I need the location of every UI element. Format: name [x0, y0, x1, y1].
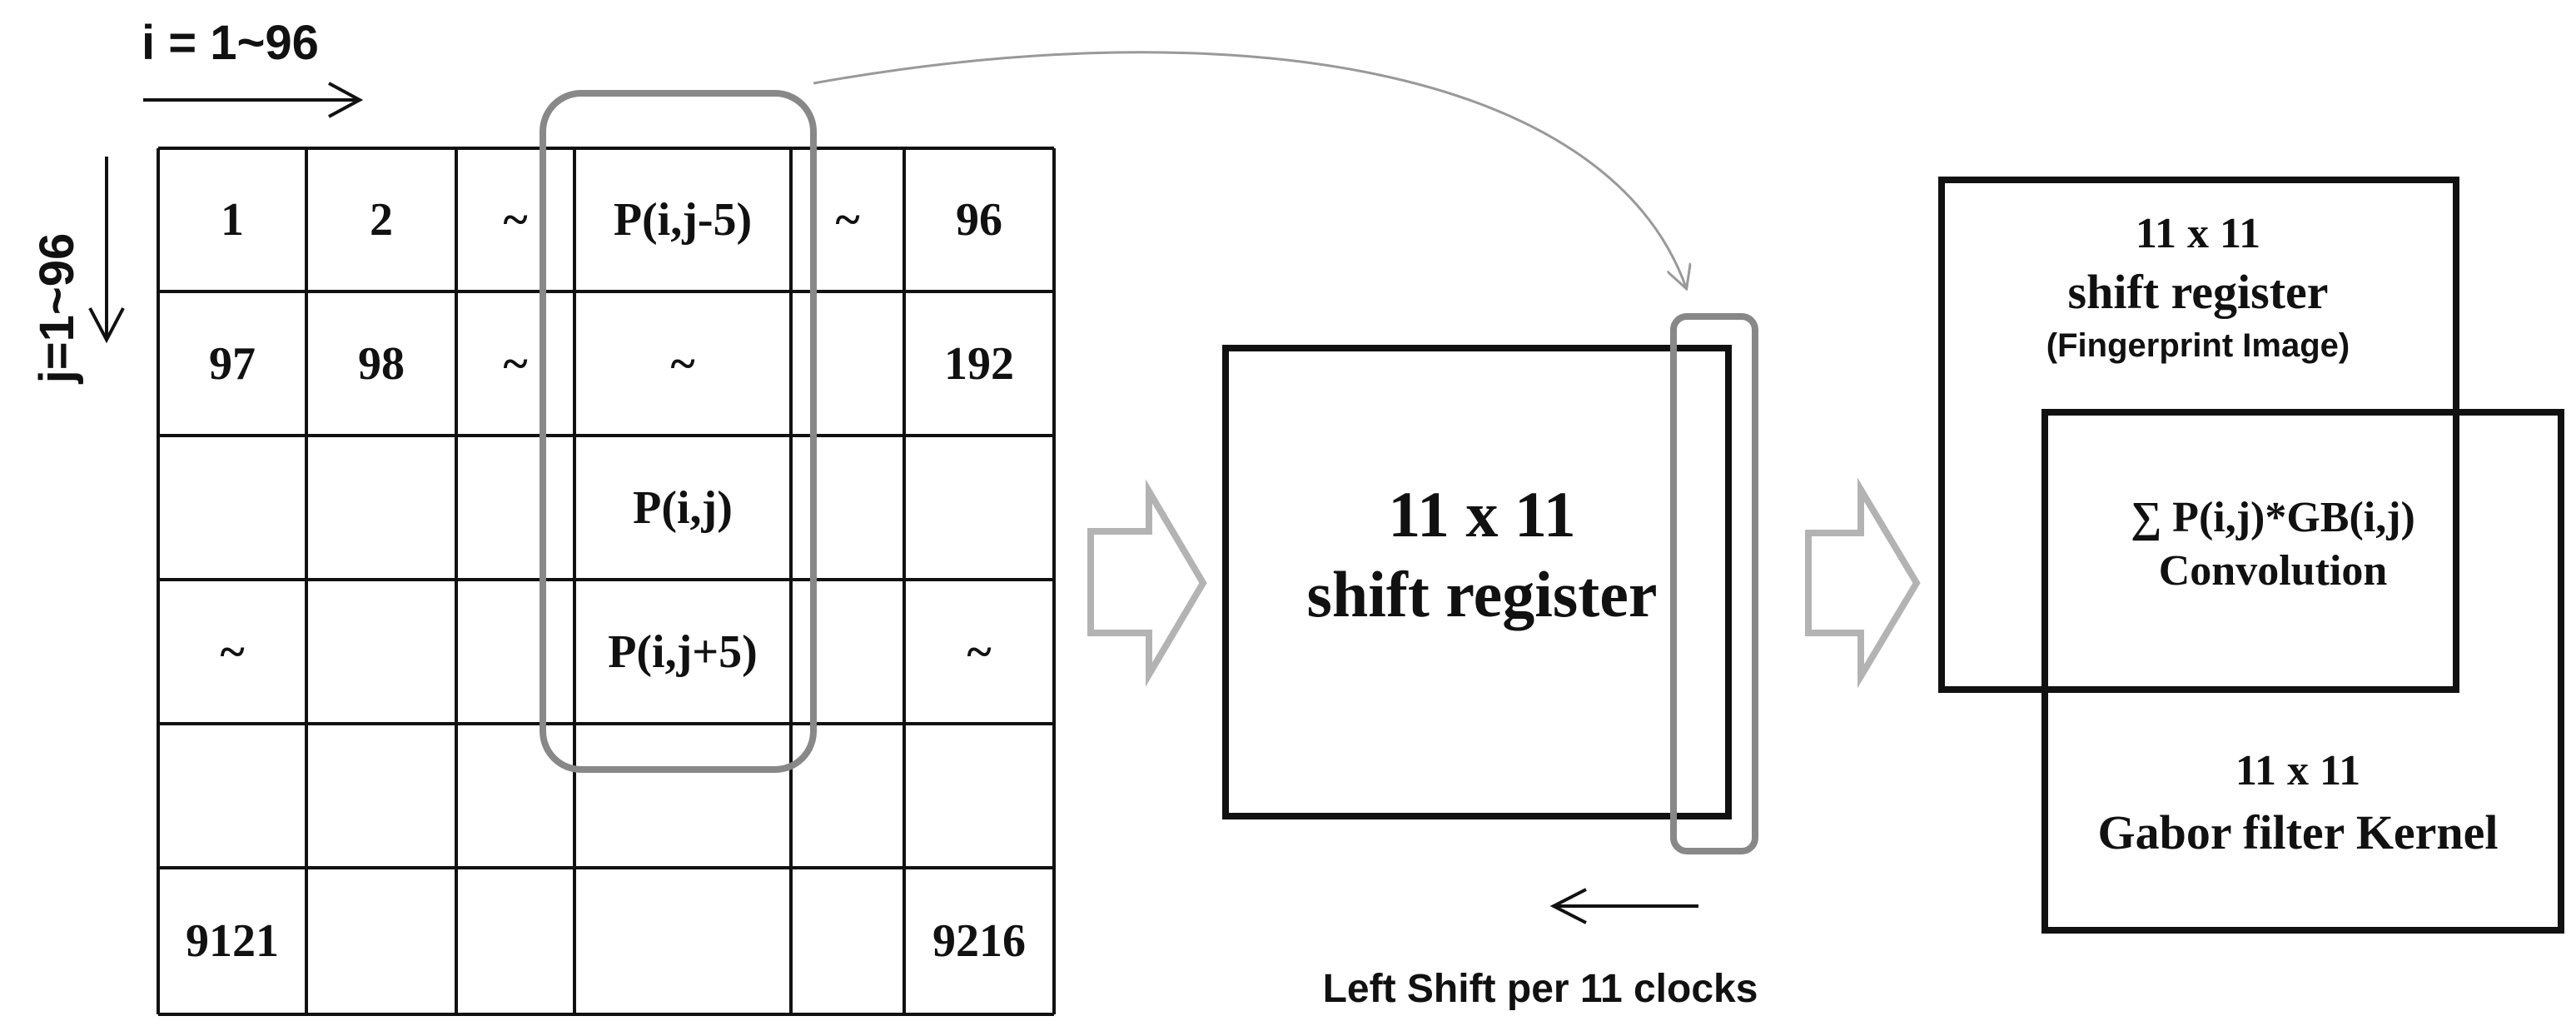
i-direction-arrow-icon — [143, 82, 364, 118]
pixel-grid — [157, 147, 1056, 1016]
fingerprint-register-label: 11 x 11 shift register (Fingerprint Imag… — [1948, 207, 2448, 368]
grid-cell-r4-c6: ~ — [967, 625, 992, 678]
convolution-label: ∑ P(i,j)*GB(i,j) Convolution — [2056, 491, 2489, 598]
grid-cell-r2-c2: 98 — [358, 337, 405, 390]
grid-cell-r6-c3 — [456, 868, 574, 1014]
grid-cell-r2-c3: ~ — [503, 337, 528, 390]
grid-cell-r5-c1 — [158, 724, 306, 868]
fingerprint-register-size: 11 x 11 — [2135, 210, 2261, 257]
fingerprint-shift-register-box — [1938, 177, 2459, 693]
column-insert-highlight — [1670, 313, 1758, 854]
grid-cell-r6-c2 — [306, 868, 456, 1014]
column-transfer-arrow-icon — [813, 51, 1686, 287]
grid-cell-r2-c5 — [791, 291, 904, 436]
grid-cell-r6-c6: 9216 — [932, 915, 1026, 967]
grid-cell-r6-c5 — [791, 868, 904, 1014]
grid-cell-r4-c4: P(i,j+5) — [608, 625, 758, 678]
grid-cell-r4-c5 — [791, 580, 904, 724]
grid-cell-r4-c2 — [306, 580, 456, 724]
fingerprint-image-note: (Fingerprint Image) — [2046, 327, 2350, 364]
block-arrow-1-icon — [1087, 479, 1207, 687]
shift-register-box — [1222, 345, 1732, 819]
grid-cell-r5-c5 — [791, 724, 904, 868]
grid-cell-r6-c4 — [574, 868, 791, 1014]
grid-cell-r1-c5: ~ — [835, 194, 860, 246]
fingerprint-register-title: shift register — [2067, 265, 2329, 319]
gabor-kernel-title: Gabor filter Kernel — [2097, 805, 2499, 859]
grid-cell-r2-c1: 97 — [209, 337, 256, 390]
gabor-kernel-size: 11 x 11 — [2235, 747, 2361, 794]
left-shift-caption: Left Shift per 11 clocks — [1322, 967, 1758, 1011]
grid-cell-r1-c1: 1 — [221, 194, 244, 246]
block-arrow-2-icon — [1805, 477, 1921, 689]
grid-cell-r3-c2 — [306, 436, 456, 580]
convolution-formula: ∑ P(i,j)*GB(i,j) — [2131, 494, 2415, 541]
column-window-highlight — [540, 90, 817, 773]
grid-cell-r1-c3: ~ — [503, 194, 528, 246]
grid-cell-r5-c4 — [574, 724, 791, 868]
shift-register-title: shift register — [1306, 558, 1658, 630]
grid-cell-r3-c4: P(i,j) — [633, 481, 733, 534]
j-direction-arrow-icon — [88, 157, 125, 344]
grid-cell-r1-c4: P(i,j-5) — [613, 194, 753, 246]
shift-register-size: 11 x 11 — [1388, 478, 1576, 550]
grid-cell-r1-c6: 96 — [956, 194, 1002, 246]
grid-cell-r1-c2: 2 — [370, 194, 393, 246]
grid-cell-r6-c1: 9121 — [186, 915, 279, 967]
i-range-label: i = 1~96 — [142, 16, 319, 70]
grid-cell-r5-c2 — [306, 724, 456, 868]
gabor-kernel-box — [2041, 409, 2564, 934]
left-shift-arrow-icon — [1549, 888, 1698, 924]
shift-register-label: 11 x 11 shift register — [1232, 475, 1732, 635]
grid-cell-r4-c1: ~ — [220, 625, 245, 678]
grid-cell-r2-c6: 192 — [944, 337, 1014, 390]
grid-cell-r4-c3 — [456, 580, 574, 724]
gabor-kernel-label: 11 x 11 Gabor filter Kernel — [2056, 741, 2539, 864]
grid-cell-r5-c6 — [904, 724, 1054, 868]
grid-cell-r3-c6 — [904, 436, 1054, 580]
j-range-label: j=1~96 — [30, 232, 84, 384]
grid-cell-r3-c5 — [791, 436, 904, 580]
grid-cell-r5-c3 — [456, 724, 574, 868]
grid-cell-r3-c3 — [456, 436, 574, 580]
convolution-title: Convolution — [2158, 547, 2388, 595]
grid-cell-r3-c1 — [158, 436, 306, 580]
grid-cell-r2-c4: ~ — [670, 337, 695, 390]
